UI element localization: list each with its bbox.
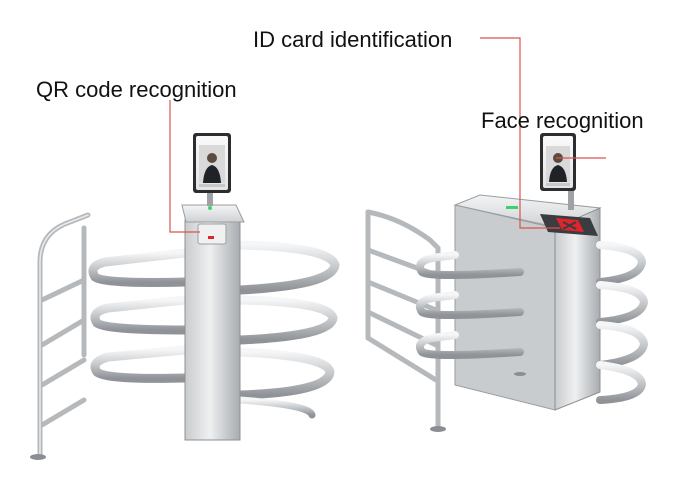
right-arms xyxy=(416,229,649,404)
fence-foot xyxy=(430,426,446,432)
qr-recognition-label: QR code recognition xyxy=(36,77,237,102)
left-fence xyxy=(37,212,91,458)
left-pillar xyxy=(181,190,245,441)
qr-scanner-light xyxy=(208,236,214,239)
fence-foot xyxy=(30,454,46,460)
right-turnstile xyxy=(365,133,649,432)
qr-callout-line xyxy=(169,100,200,233)
face-recognition-label: Face recognition xyxy=(481,108,644,133)
qr-scanner xyxy=(197,223,227,245)
id-card-reader xyxy=(540,214,598,236)
right-fence xyxy=(365,209,441,431)
right-face-screen xyxy=(540,133,576,210)
left-turnstile xyxy=(30,133,340,460)
left-arms xyxy=(88,240,340,419)
id-card-identification-label: ID card identification xyxy=(253,27,453,52)
callout-lines xyxy=(169,37,606,233)
left-face-screen xyxy=(193,133,231,193)
indicator-light xyxy=(506,206,518,209)
indicator-light xyxy=(208,206,212,210)
id-callout-line xyxy=(480,37,560,229)
right-cabinet xyxy=(453,194,602,411)
